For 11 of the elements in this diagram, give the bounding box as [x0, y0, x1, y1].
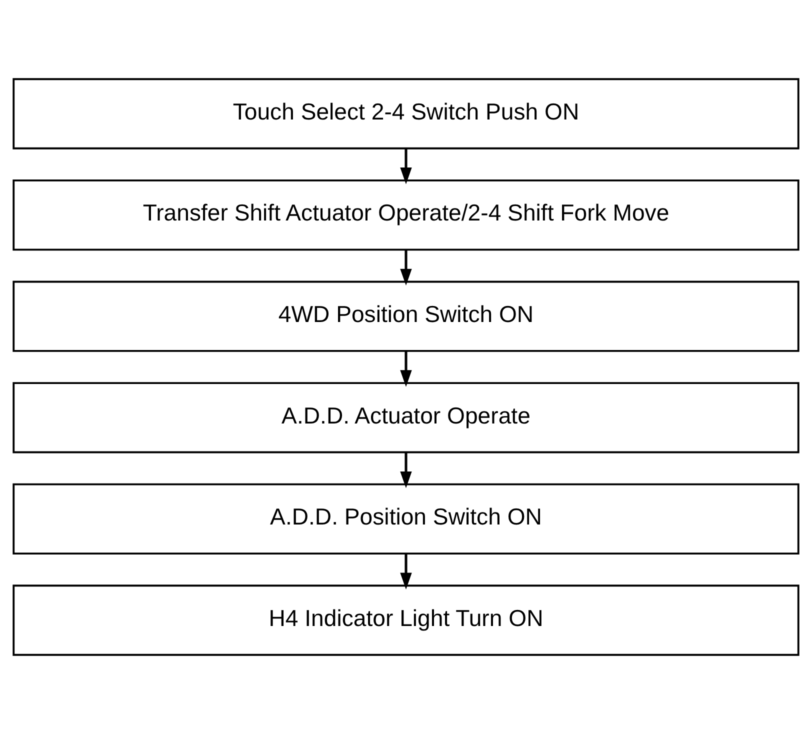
arrow: [400, 452, 412, 488]
arrow: [400, 148, 412, 184]
node-box: Touch Select 2-4 Switch Push ON: [12, 78, 800, 149]
arrow: [400, 350, 412, 386]
node-box: A.D.D. Position Switch ON: [12, 482, 800, 554]
node-box: H4 Indicator Light Turn ON: [12, 584, 800, 656]
node-box: A.D.D. Actuator Operate: [12, 382, 800, 453]
arrow: [400, 249, 412, 286]
node-box: 4WD Position Switch ON: [12, 280, 800, 352]
arrow: [400, 553, 412, 589]
node-box: Transfer Shift Actuator Operate/2-4 Shift Fork Move: [12, 178, 800, 250]
